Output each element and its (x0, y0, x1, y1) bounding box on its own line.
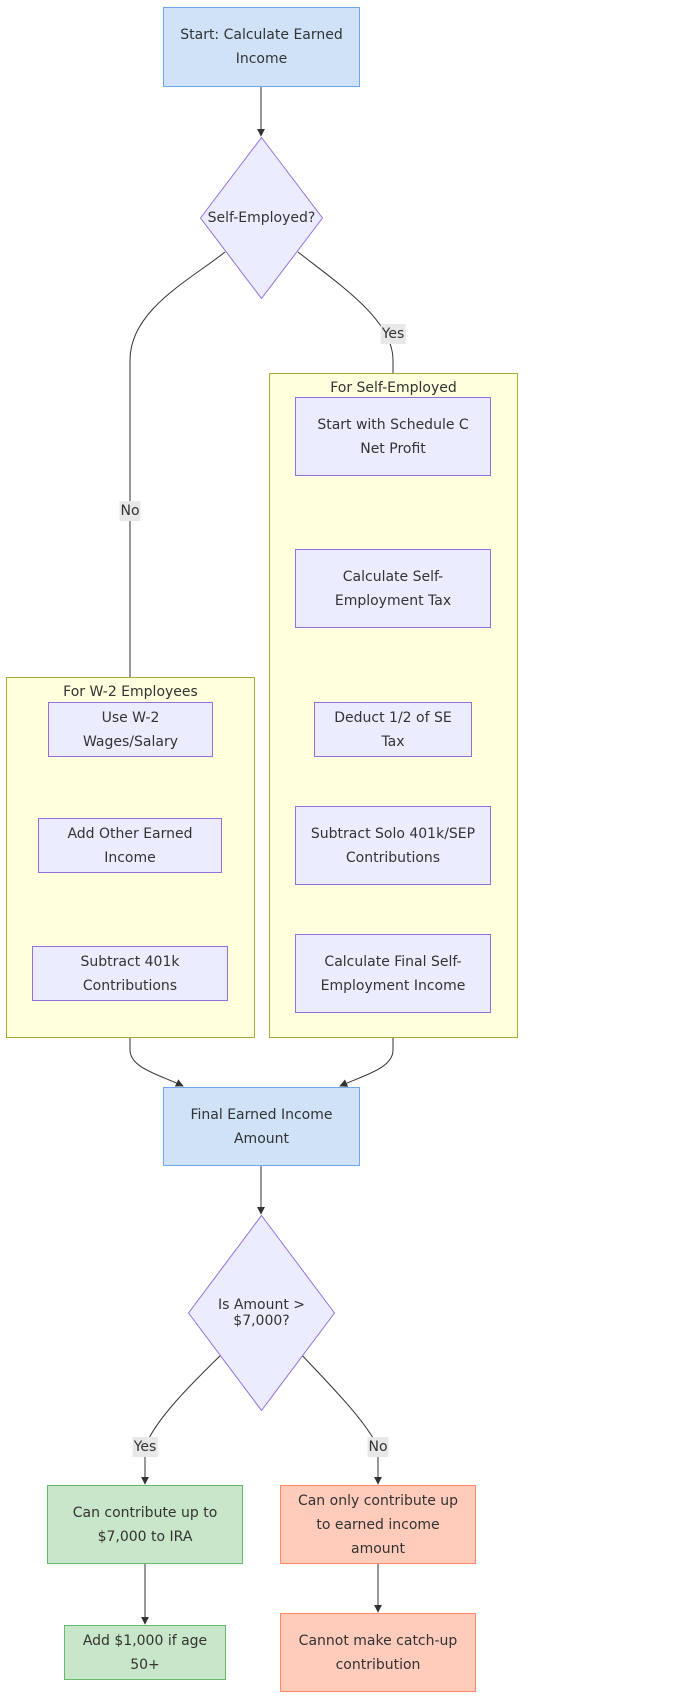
edge-w2-to-final (129, 1000, 184, 1087)
decision-amount[interactable]: Is Amount > $7,000? (188, 1215, 335, 1411)
edge-decision-no (126, 251, 226, 701)
edge-label-amount-no: No (367, 1437, 389, 1457)
node-subtract-solo[interactable]: Subtract Solo 401k/SEP Contributions (295, 806, 491, 885)
node-subtract-401k[interactable]: Subtract 401k Contributions (32, 946, 228, 1001)
node-w2-wages[interactable]: Use W-2 Wages/Salary (48, 702, 213, 757)
decision-self-employed[interactable]: Self-Employed? (200, 137, 323, 299)
node-contribute-earned[interactable]: Can only contribute up to earned income … (280, 1485, 476, 1564)
node-calc-final-se[interactable]: Calculate Final Self-Employment Income (295, 934, 491, 1013)
decision-amount-shape (188, 1215, 335, 1411)
decision-amount-label: Is Amount > $7,000? (217, 1297, 306, 1329)
node-add-1000-label: Add $1,000 if age 50+ (82, 1632, 208, 1673)
node-start[interactable]: Start: Calculate Earned Income (163, 7, 360, 87)
decision-self-employed-label: Self-Employed? (207, 210, 316, 226)
node-contribute-earned-label: Can only contribute up to earned income … (297, 1492, 459, 1557)
edge-se-to-final (339, 1012, 394, 1087)
node-contribute-7000[interactable]: Can contribute up to $7,000 to IRA (47, 1485, 243, 1564)
node-start-label: Start: Calculate Earned Income (180, 27, 343, 67)
cluster-self-employed-title: For Self-Employed (330, 380, 457, 396)
edge-label-se-yes: Yes (380, 324, 406, 344)
node-calc-final-se-label: Calculate Final Self-Employment Income (320, 953, 466, 994)
node-schedule-c[interactable]: Start with Schedule C Net Profit (295, 397, 491, 476)
node-contribute-7000-label: Can contribute up to $7,000 to IRA (72, 1504, 218, 1545)
node-no-catchup-label: Cannot make catch-up contribution (298, 1632, 458, 1673)
node-add-other-income-label: Add Other Earned Income (67, 825, 193, 866)
node-deduct-half-se-label: Deduct 1/2 of SE Tax (334, 709, 452, 750)
decision-self-employed-shape (200, 137, 323, 299)
node-final-amount[interactable]: Final Earned Income Amount (163, 1087, 360, 1166)
node-w2-wages-label: Use W-2 Wages/Salary (82, 709, 178, 750)
node-subtract-401k-label: Subtract 401k Contributions (80, 953, 180, 994)
node-add-other-income[interactable]: Add Other Earned Income (38, 818, 222, 873)
node-schedule-c-label: Start with Schedule C Net Profit (317, 416, 469, 457)
node-calc-se-tax[interactable]: Calculate Self-Employment Tax (295, 549, 491, 628)
node-deduct-half-se[interactable]: Deduct 1/2 of SE Tax (314, 702, 472, 757)
node-no-catchup[interactable]: Cannot make catch-up contribution (280, 1613, 476, 1692)
node-final-amount-label: Final Earned Income Amount (190, 1106, 333, 1147)
edge-label-se-no: No (119, 501, 141, 521)
edge-decision-yes (297, 251, 397, 397)
cluster-w2-title: For W-2 Employees (63, 684, 198, 700)
edge-label-amount-yes: Yes (132, 1437, 158, 1457)
node-subtract-solo-label: Subtract Solo 401k/SEP Contributions (310, 825, 476, 866)
node-add-1000[interactable]: Add $1,000 if age 50+ (64, 1625, 226, 1680)
node-calc-se-tax-label: Calculate Self-Employment Tax (334, 568, 452, 609)
